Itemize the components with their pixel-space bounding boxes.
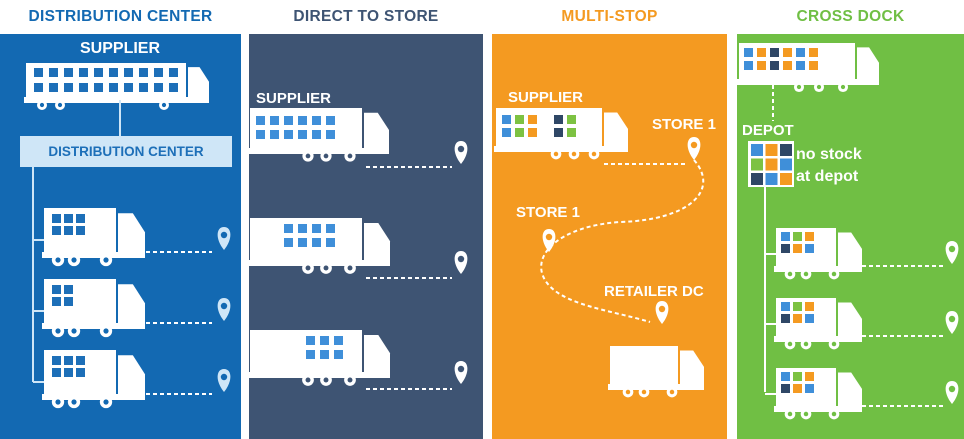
cd-depot-label: DEPOT bbox=[742, 122, 794, 139]
header-multi-stop: MULTI-STOP bbox=[561, 8, 658, 25]
distribution-center-label: DISTRIBUTION CENTER bbox=[48, 144, 204, 159]
ms-store-mid-label: STORE 1 bbox=[516, 204, 580, 221]
header-cross-dock: CROSS DOCK bbox=[796, 8, 905, 25]
dc-supplier-label: SUPPLIER bbox=[80, 40, 161, 57]
distribution-center-box: DISTRIBUTION CENTER bbox=[20, 136, 232, 167]
panel-cross-dock bbox=[737, 34, 964, 439]
header-direct-to-store: DIRECT TO STORE bbox=[293, 8, 439, 25]
panel-distribution-center bbox=[0, 34, 241, 439]
ms-supplier-label: SUPPLIER bbox=[508, 89, 584, 106]
ms-retailer-dc-label: RETAILER DC bbox=[604, 283, 704, 300]
ms-store-top-label: STORE 1 bbox=[652, 116, 716, 133]
cd-note-line2: at depot bbox=[796, 168, 859, 185]
header-distribution-center: DISTRIBUTION CENTER bbox=[28, 8, 213, 25]
cd-note-line1: no stock bbox=[796, 146, 862, 163]
dts-supplier-label: SUPPLIER bbox=[256, 90, 332, 107]
